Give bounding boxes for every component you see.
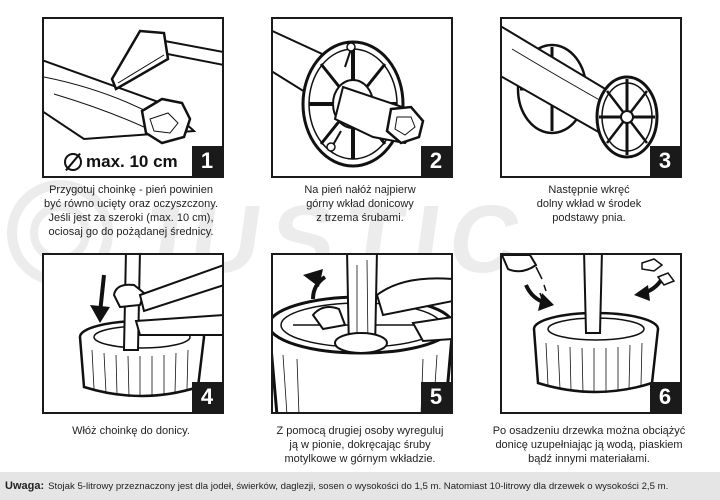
step-4-panel: 4 — [42, 253, 224, 414]
step-6-caption: Po osadzeniu drzewka można obciążyć doni… — [492, 425, 686, 465]
step-1-illustration — [44, 29, 222, 145]
footer-label: Uwaga: — [5, 480, 45, 492]
step-4-number: 4 — [192, 382, 222, 412]
step-2-panel: 2 — [271, 17, 453, 178]
step-3-caption: Następnie wkręć dolny wkład w środek pod… — [536, 184, 642, 224]
step-2-number: 2 — [421, 146, 451, 176]
step-3-number: 3 — [650, 146, 680, 176]
step-1-number: 1 — [192, 146, 222, 176]
step-4-caption: Włóż choinkę do donicy. — [72, 425, 190, 437]
step-5-panel: 5 — [271, 253, 453, 414]
step-4-illustration — [78, 255, 222, 398]
diameter-value: max. 10 cm — [86, 152, 178, 171]
step-2-caption: Na pień nałóż najpierw górny wkład donic… — [304, 184, 416, 224]
footer-text: Stojak 5-litrowy przeznaczony jest dla j… — [48, 480, 669, 492]
footer-note: Uwaga: Stojak 5-litrowy przeznaczony jes… — [0, 472, 720, 500]
diameter-label: max. 10 cm — [64, 152, 178, 172]
step-1-panel: max. 10 cm 1 — [42, 17, 224, 178]
step-1-caption: Przygotuj choinkę - pień powinien być ró… — [43, 184, 219, 238]
step-5-illustration — [273, 255, 451, 412]
step-6-number: 6 — [650, 382, 680, 412]
step-5-number: 5 — [421, 382, 451, 412]
step-3-panel: 3 — [500, 17, 682, 178]
step-6-panel: 6 — [500, 253, 682, 414]
step-6-illustration — [502, 255, 676, 394]
step-2-illustration — [273, 30, 425, 168]
step-3-illustration — [502, 25, 659, 159]
diameter-icon — [64, 153, 82, 171]
step-5-caption: Z pomocą drugiej osoby wyreguluj ją w pi… — [276, 425, 444, 465]
